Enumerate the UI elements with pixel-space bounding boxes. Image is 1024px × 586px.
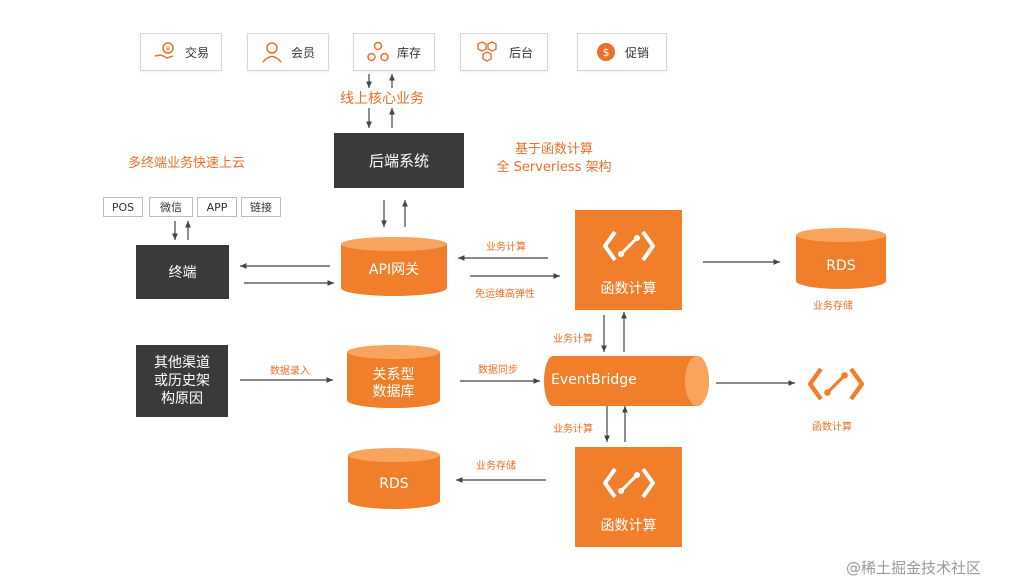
function-compute-label-1: 函数计算 [600,281,657,297]
other-channels-line3: 构原因 [161,391,203,407]
svg-text:¥: ¥ [166,45,171,53]
module-trade-label: 交易 [184,45,209,60]
serverless-label: 基于函数计算 全 Serverless 架构 [488,141,620,177]
rds-label-top: RDS [826,258,856,274]
other-channels-line1: 其他渠道 [154,355,210,371]
module-trade: ¥ 交易 [140,33,222,71]
module-promotion-label: 促销 [624,45,649,60]
label-ops-free: 免运维高弹性 [475,289,535,300]
api-gateway-cylinder [341,237,447,296]
backend-system-box: 后端系统 [334,133,464,188]
eventbridge-pipe [544,356,709,406]
function-compute-icon [603,230,655,262]
module-promotion: $ 促销 [577,33,667,71]
watermark: @稀土掘金技术社区 [846,559,982,577]
channel-wechat: 微信 [149,197,193,217]
function-compute-label-2: 函数计算 [600,518,657,534]
hexagons-icon [477,41,497,62]
label-data-entry: 数据录入 [270,366,310,377]
label-business-storage-1: 业务存储 [813,301,853,312]
hand-coin-icon: ¥ [154,42,174,59]
rds-cylinder-top [796,228,886,289]
terminal-box: 终端 [136,245,229,299]
label-function-compute-standalone: 函数计算 [812,422,852,433]
label-data-sync: 数据同步 [478,365,518,376]
relational-db-label: 关系型 数据库 [346,367,441,401]
module-inventory: 库存 [353,33,435,71]
svg-text:$: $ [602,46,609,59]
relational-db-cylinder [347,345,440,409]
label-business-compute-1: 业务计算 [486,242,526,253]
serverless-line2: 全 Serverless 架构 [496,160,612,175]
label-business-compute-3: 业务计算 [553,424,593,435]
function-compute-icon-2 [603,467,655,499]
user-icon [262,42,282,63]
channel-app: APP [197,197,237,217]
module-inventory-label: 库存 [396,45,421,60]
function-compute-box-2: 函数计算 [575,447,682,547]
module-member: 会员 [247,33,329,71]
module-backstage: 后台 [460,33,548,71]
multi-terminal-label: 多终端业务快速上云 [128,156,246,171]
dollar-circle-icon: $ [596,43,615,61]
webhook-icon [367,41,389,62]
rds-cylinder-bottom [348,448,440,509]
module-backstage-label: 后台 [508,45,533,60]
core-business-label: 线上核心业务 [340,91,424,107]
label-business-storage-2: 业务存储 [476,461,516,472]
rds-label-bottom: RDS [379,476,409,492]
eventbridge-label: EventBridge [551,372,637,388]
serverless-line1: 基于函数计算 [514,142,593,157]
api-gateway-label: API网关 [368,262,420,278]
function-compute-icon-standalone [808,367,864,401]
label-business-compute-2: 业务计算 [553,334,593,345]
relational-db-line2: 数据库 [372,384,415,400]
module-member-label: 会员 [290,45,315,60]
relational-db-line1: 关系型 [372,367,415,383]
function-compute-box-1: 函数计算 [575,210,682,310]
channel-pos: POS [103,197,143,217]
channel-link: 链接 [241,197,281,217]
other-channels-line2: 或历史架 [154,373,210,389]
other-channels-box: 其他渠道 或历史架 构原因 [136,345,228,417]
